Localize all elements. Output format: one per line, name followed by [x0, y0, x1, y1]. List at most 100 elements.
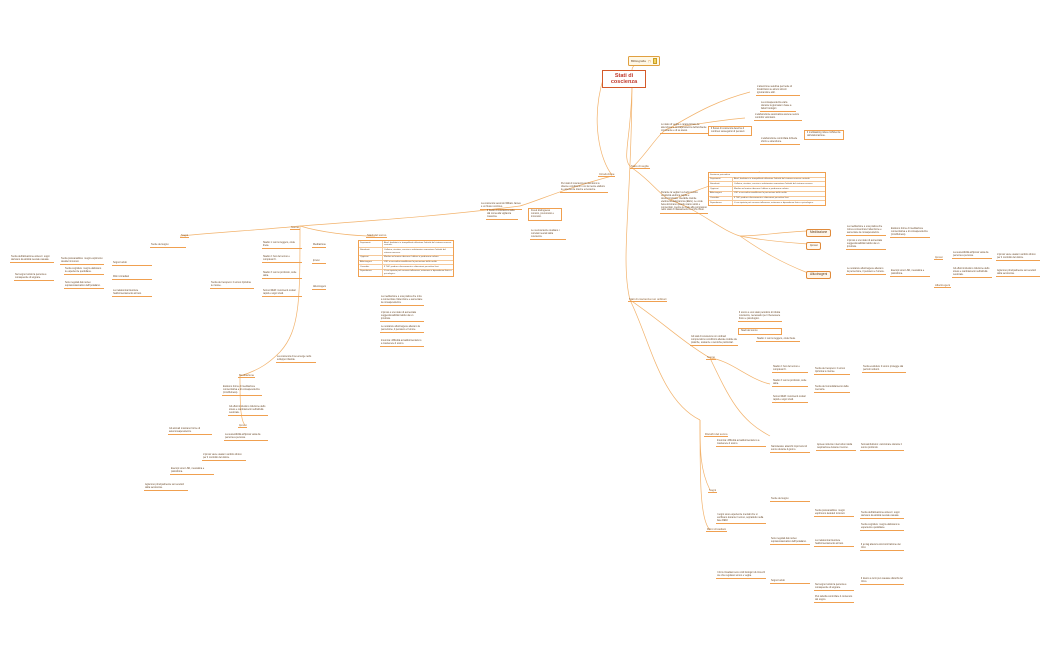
ipn-note-2-text: La suscettibilità all'ipnosi varia da pe…	[953, 251, 989, 257]
left-rit-note-2-text: La melatonina favorisce l'addormentament…	[113, 289, 142, 295]
left-med-note: La meditazione è una pratica che mira a …	[380, 295, 424, 307]
veglia-note-b-text: La consapevolezza varia durante la giorn…	[761, 101, 792, 110]
veglia-note-e-text: L'elaborazione controllata richiede sfor…	[761, 137, 798, 143]
sonno-main-note: Il sonno è uno stato periodico di ridott…	[738, 311, 782, 323]
table-cell-key: Stimolanti	[709, 182, 733, 187]
left-lower-main: La coscienza di sé emerge nello sviluppo…	[276, 355, 316, 364]
left-lower-note-4: La suscettibilità all'ipnosi varia da pe…	[224, 433, 268, 442]
stadi-note-2-text: Stadio 2: fusi del sonno e complessi K.	[773, 365, 800, 371]
teo-note-1-text: Teoria del recupero: il sonno ripristina…	[815, 367, 846, 373]
dist-note-3: Apnea notturna: interruzioni della respi…	[816, 443, 856, 452]
left-ipn-note: L'ipnosi è uno stato di aumentata sugges…	[380, 311, 424, 323]
table-header-row: Sostanze psicoattive	[709, 173, 825, 178]
veglia-note-f: Il multitasking riduce l'efficienza dell…	[804, 130, 844, 140]
topic-allucinogeni[interactable]: Allucinogeni	[806, 271, 832, 279]
branch-stato-veglia-label: Stato di veglia	[631, 164, 649, 168]
teo-note-2: Teoria evolutiva: il sonno protegge dai …	[862, 365, 906, 374]
left-med-note-text: La meditazione è una pratica che mira a …	[381, 295, 423, 304]
stadi-sonno-node[interactable]: Stadi del sonno	[738, 328, 782, 335]
ipn-note-2: La suscettibilità all'ipnosi varia da pe…	[952, 251, 992, 260]
left-sog-note-2-text: Teoria dell'attivazione-sintesi: i sogni…	[11, 255, 50, 261]
stadi-note-3: Stadio 3: sonno profondo, onde delta.	[772, 379, 808, 388]
dist-note-2-text: Narcolessia: attacchi improvvisi di sonn…	[771, 445, 807, 451]
branch-stato-veglia[interactable]: Stato di veglia	[630, 164, 650, 170]
topic-ipnosi[interactable]: Ipnosi	[806, 242, 822, 250]
left-luc-node: Sogno lucido	[112, 261, 152, 267]
branch-sogni[interactable]: Sogni	[708, 489, 718, 494]
left-sog-note-1-text: Teoria psicoanalitica: i sogni esprimono…	[61, 257, 103, 263]
stadi-note-4: Sonno REM: movimenti oculari rapidi e so…	[772, 395, 808, 404]
left-luc-node-text: Sogno lucido	[113, 261, 127, 264]
branch-left-sogni[interactable]: Sogni	[180, 234, 190, 239]
left-lower-note-3: Gli animali mostrano forme di autoconsap…	[168, 427, 212, 436]
stadi-note-1: Stadio 1: sonno leggero, onde theta.	[756, 337, 800, 343]
sog-note-1-text: Teoria psicoanalitica: i sogni esprimono…	[815, 509, 846, 515]
teorie-sogno-node[interactable]: Teorie del sogno	[770, 497, 810, 503]
map-title[interactable]: Stati di coscienza	[602, 70, 646, 88]
table-cell-key: Cannabis	[359, 265, 383, 269]
left-lower-note-4-text: La suscettibilità all'ipnosi varia da pe…	[225, 433, 261, 439]
topic-meditazione[interactable]: Meditazione	[806, 229, 832, 237]
branch-left-sonno[interactable]: Sonno	[290, 226, 301, 231]
branch-ipnosi-sub[interactable]: Ipnosi	[934, 256, 944, 261]
left-teo-note: Teoria del recupero: il sonno ripristina…	[210, 281, 254, 290]
nonord-main-note: Gli stati di coscienza non ordinari comp…	[690, 335, 738, 347]
left-stadi-4: Sonno REM: movimenti oculari rapidi e so…	[262, 289, 302, 298]
all-note-3: Agiscono principalmente sui recettori de…	[996, 269, 1040, 278]
veglia-note-e: L'elaborazione controllata richiede sfor…	[760, 137, 800, 146]
stadi-note-1-text: Stadio 1: sonno leggero, onde theta.	[757, 337, 796, 340]
branch-disturbi-sonno[interactable]: Disturbi del sonno	[704, 433, 729, 438]
branch-introduzione[interactable]: Introduzione	[598, 172, 616, 178]
stadi-note-3-text: Stadio 3: sonno profondo, onde delta.	[773, 379, 807, 385]
left-note-3-text: Le neuroscienze studiano i correlati neu…	[531, 229, 560, 238]
left-luc-note-1: Nel sogno lucido la persona è consapevol…	[14, 273, 54, 282]
bibliography-node[interactable]: Bibliografia (*)	[628, 56, 660, 66]
table-cell-value: Il THC produce rilassamento e alterazion…	[384, 265, 440, 268]
ipn-note-1-text: L'ipnosi è uno stato di aumentata sugges…	[847, 239, 883, 248]
table-cell-key: Dipendenza	[359, 269, 383, 277]
branch-left-stadi[interactable]: Stadi del sonno	[366, 234, 388, 239]
branch-allucinogeni-sub[interactable]: Allucinogeni	[934, 284, 952, 289]
left-sog-note-3: Teoria cognitiva: i sogni elaborano le e…	[64, 267, 104, 276]
table-cell-value: Morfina ed eroina riducono il dolore e p…	[384, 256, 439, 259]
sog-note-3-text: Teoria cognitiva: i sogni elaborano le e…	[861, 523, 900, 529]
dist-note-4: Sonnambulismo: camminare durante il sonn…	[860, 443, 904, 452]
left-lower-note-2-text: Gli effetti includono riduzione dello st…	[229, 405, 266, 414]
left-lower-branch-1[interactable]: Meditazione	[238, 374, 256, 379]
stadi-sonno-label: Stadi del sonno	[741, 329, 758, 332]
intro-note-text: Per stati di coscienza si intendono le d…	[561, 182, 605, 191]
notes-icon	[652, 58, 657, 64]
veglia-note-b: La consapevolezza varia durante la giorn…	[760, 101, 796, 113]
topic-ipnosi-label: Ipnosi	[810, 243, 818, 247]
left-sog-note-3-text: Teoria cognitiva: i sogni elaborano le e…	[65, 267, 102, 273]
branch-ritmi-circadiani[interactable]: Ritmi circadiani	[706, 527, 727, 533]
table-cell-key: Stimolanti	[359, 248, 383, 255]
veglia-note-d-text: L'elaborazione automatica avviene senza …	[755, 113, 799, 119]
branch-introduzione-label: Introduzione	[599, 172, 615, 176]
table-cell-key: Oppiacei	[359, 255, 383, 260]
ritmi-main-text: I ritmi circadiani sono cicli biologici …	[717, 571, 765, 577]
rit-note-2-text: La melatonina favorisce l'addormentament…	[815, 539, 844, 545]
branch-ritmi-circadiani-label: Ritmi circadiani	[707, 527, 726, 531]
sogno-lucido-node[interactable]: Sogno lucido	[770, 579, 810, 585]
left-ipn-note-text: L'ipnosi è uno stato di aumentata sugges…	[381, 311, 417, 320]
rit-note-2: La melatonina favorisce l'addormentament…	[814, 539, 854, 548]
left-lower-branch-2[interactable]: Ipnosi	[238, 424, 248, 429]
luc-note-2-text: Può talvolta controllare il contenuto de…	[815, 595, 853, 601]
left-note-4-text: Il livello di coscienza varia dal coma a…	[487, 209, 515, 218]
branch-stati-non-ordinari[interactable]: Stati di coscienza non ordinari	[628, 298, 668, 303]
dist-note-2: Narcolessia: attacchi improvvisi di sonn…	[770, 445, 810, 454]
veglia-note-d: L'elaborazione automatica avviene senza …	[754, 113, 802, 122]
left-stadi-4-text: Sonno REM: movimenti oculari rapidi e so…	[263, 289, 296, 295]
left-all-note: Le sostanze allucinogene alterano la per…	[380, 325, 424, 334]
rit-note-3: Il jet lag altera la sincronizzazione de…	[860, 543, 904, 552]
left-note-2: Freud distingueva conscio, preconscio e …	[528, 208, 562, 221]
branch-sonno[interactable]: Sonno	[706, 356, 717, 361]
left-teo-note-text: Teoria del recupero: il sonno ripristina…	[211, 281, 251, 287]
